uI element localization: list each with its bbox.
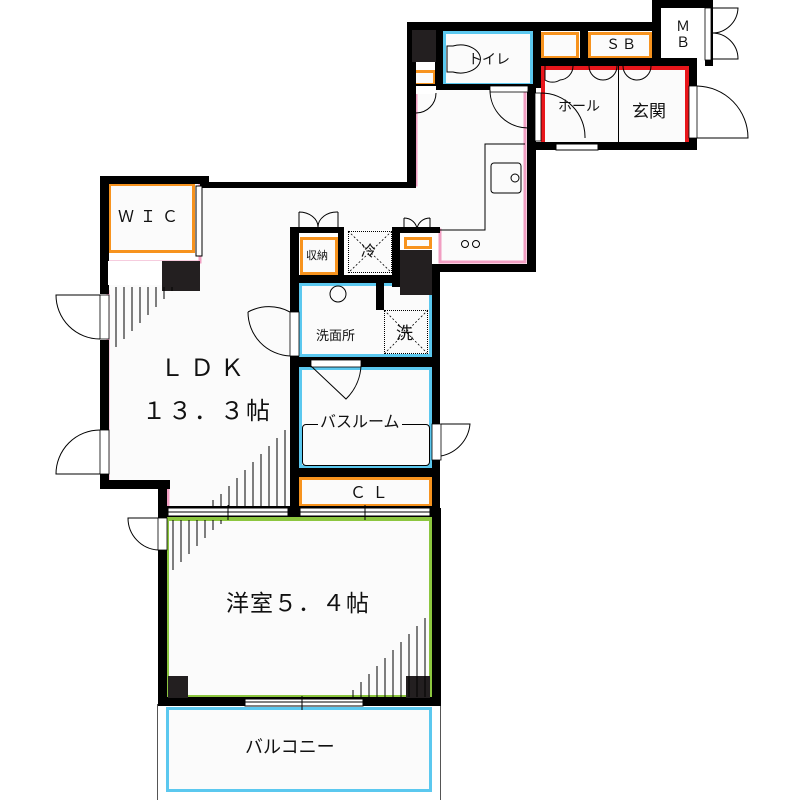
ldk-label: ＬＤＫ — [160, 354, 250, 382]
bedroom-room — [165, 517, 433, 699]
closet — [299, 477, 432, 507]
small-storage-top — [541, 32, 579, 59]
balcony-rail — [157, 704, 441, 800]
washroom — [299, 283, 432, 357]
hall-label: ホール — [558, 99, 600, 115]
storage-room — [300, 237, 338, 275]
ldk-room — [108, 90, 525, 510]
toilet-label: トイレ — [468, 52, 510, 68]
washer-space — [384, 310, 428, 354]
ldk-area-label: １３．３帖 — [142, 397, 272, 425]
kitchen-shelf — [404, 237, 432, 249]
washroom-label: 洗面所 — [316, 329, 356, 344]
balcony — [166, 707, 432, 792]
bathroom-label: バスルーム — [318, 412, 402, 431]
bathtub — [302, 424, 430, 466]
meter-box-label-b: Ｂ — [676, 35, 690, 51]
balcony-label: バルコニー — [245, 737, 335, 758]
meter-box-label-m: Ｍ — [676, 19, 690, 35]
wic-room — [108, 183, 195, 253]
entrance-label: 玄関 — [632, 102, 666, 122]
hall-entrance-divider — [618, 66, 619, 146]
meter-box — [660, 7, 705, 59]
washer-label: 洗 — [396, 324, 413, 344]
bedroom-label: 洋室５．４帖 — [226, 591, 370, 617]
shoe-box-label: ＳＢ — [606, 37, 638, 53]
closet-label: ＣＬ — [350, 483, 395, 502]
wic-label: ＷＩＣ — [118, 207, 185, 226]
fridge-space — [348, 231, 392, 273]
shoe-box — [588, 32, 652, 59]
fridge-label: 冷 — [361, 242, 377, 260]
storage-label: 収納 — [306, 249, 328, 262]
